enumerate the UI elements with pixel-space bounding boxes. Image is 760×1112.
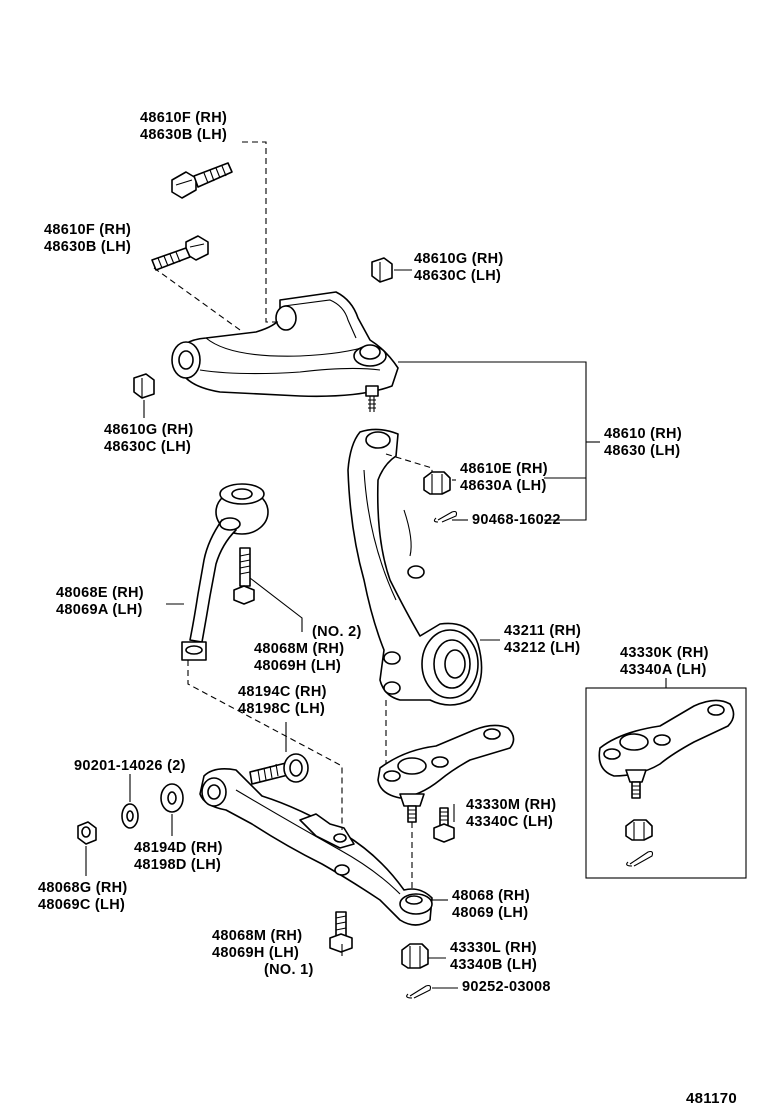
label-upper-nut-left: 48610G (RH) 48630C (LH) <box>104 422 194 456</box>
label-washer-bolt: 90201-14026 (2) <box>74 758 186 775</box>
strut-bolt-no2 <box>233 547 255 605</box>
label-lower-arm-bolt: 48068M (RH) 48069H (LH) (NO. 1) <box>212 928 314 979</box>
label-line: 43340A (LH) <box>620 662 707 678</box>
label-line: 90252-03008 <box>462 979 551 995</box>
label-line: 48069 (LH) <box>452 905 529 921</box>
upper-arm <box>171 291 399 412</box>
label-line: 48630 (LH) <box>604 443 681 459</box>
label-line: 48069C (LH) <box>38 897 126 913</box>
label-line: 48630B (LH) <box>44 239 132 255</box>
label-balljoint-bolt: 43330M (RH) 43340C (LH) <box>466 797 556 831</box>
label-line: (NO. 1) <box>264 962 314 978</box>
leader-lines <box>85 269 667 989</box>
label-line: 43212 (LH) <box>504 640 581 656</box>
lower-arm <box>199 768 433 926</box>
label-line: 48069H (LH) <box>212 945 300 961</box>
label-upper-arm: 48610 (RH) 48630 (LH) <box>604 426 682 460</box>
label-upper-bolt-rear: 48610F (RH) 48630B (LH) <box>44 222 131 256</box>
label-line: 48630C (LH) <box>414 268 502 284</box>
label-cam-plate: 48194D (RH) 48198D (LH) <box>134 840 223 874</box>
lower-nut <box>77 821 97 845</box>
label-knuckle: 43211 (RH) 43212 (LH) <box>504 623 581 657</box>
label-line: 48610E (RH) <box>460 461 548 477</box>
label-lower-nut: 48068G (RH) 48069C (LH) <box>38 880 128 914</box>
label-line: 48068M (RH) <box>254 641 345 657</box>
label-upper-balljoint-nut: 48610E (RH) 48630A (LH) <box>460 461 548 495</box>
lower-balljoint <box>377 724 515 823</box>
label-line: 48610G (RH) <box>104 422 194 438</box>
label-line: 48194D (RH) <box>134 840 223 856</box>
figure-number: 481170 <box>686 1090 738 1107</box>
label-strut-bolt: (NO. 2) 48068M (RH) 48069H (LH) <box>254 624 362 675</box>
upper-balljoint-nut <box>423 471 451 495</box>
label-line: 48610F (RH) <box>44 222 132 238</box>
upper-cotter-pin <box>433 510 458 523</box>
label-line: 43340C (LH) <box>466 814 554 830</box>
label-lower-balljoint-assy: 43330K (RH) 43340A (LH) <box>620 645 709 679</box>
label-line: 43330L (RH) <box>450 940 537 956</box>
lower-arm-bolt-no1 <box>329 911 353 953</box>
label-line: 48630C (LH) <box>104 439 192 455</box>
adjust-cam-bolt <box>249 753 309 785</box>
label-line: 90468-16022 <box>472 512 561 528</box>
label-line: 43340B (LH) <box>450 957 538 973</box>
upper-nut-left <box>133 373 155 399</box>
label-line: 48068E (RH) <box>56 585 144 601</box>
washer <box>121 803 139 829</box>
label-line: 43330M (RH) <box>466 797 557 813</box>
upper-bolt-rear <box>151 235 209 271</box>
label-adjust-cam: 48194C (RH) 48198C (LH) <box>238 684 327 718</box>
label-upper-bolt-front: 48610F (RH) 48630B (LH) <box>140 110 227 144</box>
label-line: 48610 (RH) <box>604 426 682 442</box>
lower-balljoint-assy-box <box>585 687 747 879</box>
label-line: 48068 (RH) <box>452 888 530 904</box>
cam-plate <box>160 783 184 813</box>
label-line: 48610F (RH) <box>140 110 228 126</box>
label-line: 48610G (RH) <box>414 251 504 267</box>
lower-cotter-pin <box>406 984 432 999</box>
upper-nut-right <box>371 257 393 283</box>
label-line: 48198D (LH) <box>134 857 222 873</box>
label-line: 43330K (RH) <box>620 645 709 661</box>
label-line: 48194C (RH) <box>238 684 327 700</box>
label-upper-cotter-pin: 90468-16022 <box>472 512 561 529</box>
label-line: 90201-14026 (2) <box>74 758 186 774</box>
label-strut-rod: 48068E (RH) 48069A (LH) <box>56 585 144 619</box>
label-lower-balljoint-nut: 43330L (RH) 43340B (LH) <box>450 940 537 974</box>
lower-balljoint-nut <box>401 943 429 969</box>
label-line: 48198C (LH) <box>238 701 326 717</box>
upper-bolt-front <box>171 162 233 199</box>
label-line: 48069H (LH) <box>254 658 342 674</box>
label-line: (NO. 2) <box>312 624 362 640</box>
label-upper-nut-right: 48610G (RH) 48630C (LH) <box>414 251 504 285</box>
label-lower-arm: 48068 (RH) 48069 (LH) <box>452 888 530 922</box>
label-line: 48630A (LH) <box>460 478 547 494</box>
label-line: 43211 (RH) <box>504 623 582 639</box>
label-lower-cotter-pin: 90252-03008 <box>462 979 551 996</box>
label-line: 48630B (LH) <box>140 127 228 143</box>
label-line: 48069A (LH) <box>56 602 143 618</box>
dashed-assembly-lines <box>153 141 433 888</box>
label-line: 48068M (RH) <box>212 928 303 944</box>
label-line: 48068G (RH) <box>38 880 128 896</box>
strut-rod <box>181 483 269 661</box>
steering-knuckle <box>347 428 483 706</box>
balljoint-bolt <box>433 807 455 843</box>
